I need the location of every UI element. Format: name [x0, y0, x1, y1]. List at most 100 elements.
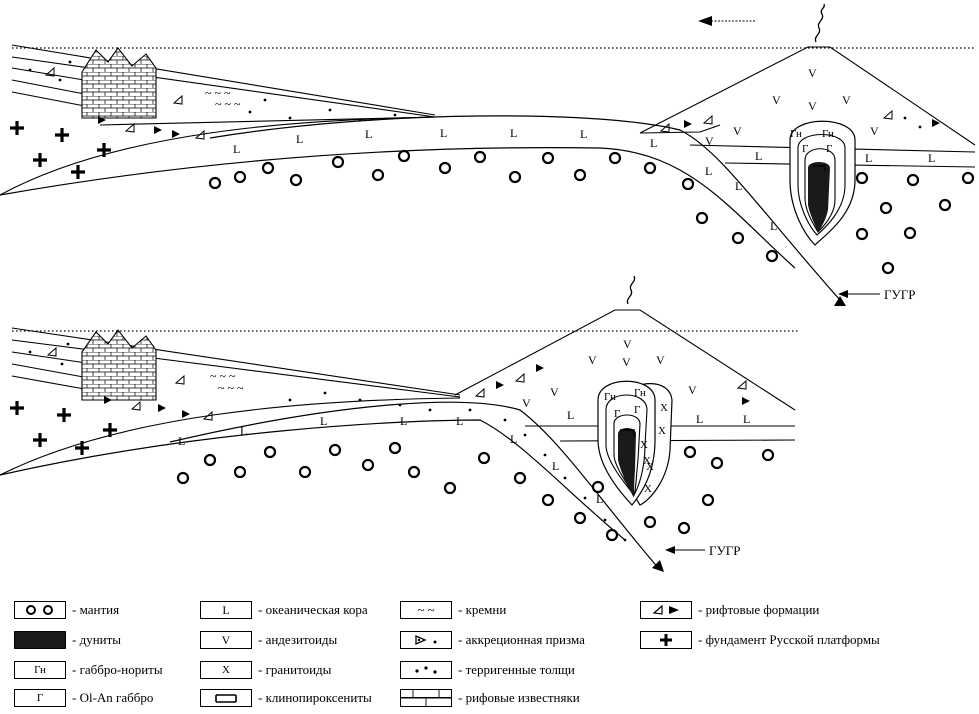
volcano-plume-top: [815, 4, 824, 42]
volcano-plume-bottom: [627, 276, 634, 304]
symbol-v: V: [808, 66, 817, 80]
gabbro-norite-label: Гн: [634, 387, 646, 399]
symbol-v: V: [656, 353, 665, 367]
granitoid-swatch: X: [200, 661, 252, 679]
symbol-l: L: [735, 179, 742, 193]
legend-label: - терригенные толщи: [458, 662, 575, 678]
legend-item-gabbro-norites: Гн - габбро-нориты: [14, 660, 163, 680]
oceanic-crust-swatch: L: [200, 601, 252, 619]
mantle-symbols-top: [210, 151, 973, 273]
symbol-v: V: [870, 124, 879, 138]
ol-an-gabbro-label: Г: [614, 408, 620, 420]
symbol-x: X: [660, 402, 668, 414]
symbol-l: L: [240, 424, 247, 438]
clinopyroxenite-swatch: [200, 689, 252, 707]
platform-basement-symbols-bottom: [10, 401, 117, 455]
ol-an-gabbro-label: Г: [634, 404, 640, 416]
gugr-pointer-top: ГУГР: [838, 287, 915, 302]
legend-item-clinopyroxenites: - клинопироксениты: [200, 688, 372, 708]
granitoid-symbol: X: [222, 664, 230, 676]
legend-item-accretion-prism: - аккреционная призма: [400, 630, 585, 650]
legend-label: - мантия: [72, 602, 119, 618]
legend-label: - рифтовые формации: [698, 602, 819, 618]
rift-formation-swatch: [640, 601, 692, 619]
symbol-l: L: [320, 414, 327, 428]
legend-label: - габбро-нориты: [72, 662, 163, 678]
gabbro-norite-swatch: Гн: [14, 661, 66, 679]
symbol-v: V: [733, 124, 742, 138]
symbol-x: X: [643, 455, 651, 467]
svg-text:~ ~ ~: ~ ~ ~: [218, 381, 244, 395]
symbol-l: L: [596, 492, 603, 506]
symbol-v: V: [550, 385, 559, 399]
svg-text:~ ~ ~: ~ ~ ~: [215, 97, 241, 111]
symbol-l: L: [580, 127, 587, 141]
legend-item-russian-platform-basement: - фундамент Русской платформы: [640, 630, 880, 650]
gabbro-norite-symbol: Гн: [34, 664, 46, 676]
top-section: L L L L L L L L L L L L L V V V V V V V …: [0, 4, 975, 302]
platform-basement-swatch: [640, 631, 692, 649]
legend-label: - клинопироксениты: [258, 690, 372, 706]
legend-label: - дуниты: [72, 632, 121, 648]
mantle-symbols-bottom: [178, 443, 773, 540]
symbol-l: L: [865, 151, 872, 165]
symbol-l: L: [178, 434, 185, 448]
symbol-l: L: [440, 126, 447, 140]
symbol-v: V: [772, 93, 781, 107]
symbol-x: X: [640, 439, 648, 451]
symbol-l: L: [510, 126, 517, 140]
accretion-prism-swatch: [400, 631, 452, 649]
gabbro-norite-label: Гн: [790, 128, 802, 140]
symbol-v: V: [688, 383, 697, 397]
oceanic-crust-symbol: L: [222, 603, 229, 618]
symbol-l: L: [755, 149, 762, 163]
terrigenous-dots-top: [29, 61, 922, 129]
ol-an-gabbro-swatch: Г: [14, 689, 66, 707]
terrigenous-swatch: [400, 661, 452, 679]
legend-item-reef-limestones: - рифовые известняки: [400, 688, 580, 708]
gabbro-norite-label: Гн: [822, 128, 834, 140]
symbol-v: V: [705, 134, 714, 148]
legend-label: - кремни: [458, 602, 506, 618]
symbol-l: L: [743, 412, 750, 426]
symbol-l: L: [233, 142, 240, 156]
chert-symbols-bottom: ~ ~ ~~ ~ ~: [210, 369, 244, 395]
legend-item-andesitoids: V - андезитоиды: [200, 630, 337, 650]
ol-an-gabbro-label: Г: [826, 143, 832, 155]
gugr-label: ГУГР: [709, 543, 740, 558]
symbol-l: L: [567, 408, 574, 422]
reef-limestone-swatch: [400, 689, 452, 707]
chert-symbols-top: ~ ~ ~~ ~ ~: [205, 86, 241, 111]
legend-item-rift-formations: - рифтовые формации: [640, 600, 819, 620]
legend-label: - аккреционная призма: [458, 632, 585, 648]
subduction-arrow-top: [834, 296, 846, 306]
legend-label: - андезитоиды: [258, 632, 337, 648]
legend-label: - океаническая кора: [258, 602, 368, 618]
subducting-slab-top: [0, 116, 840, 300]
bottom-section: L L L L L L L L L L L V V V V V V V Гн Г…: [0, 276, 846, 572]
legend-item-dunites: - дуниты: [14, 630, 121, 650]
gugr-label: ГУГР: [884, 287, 915, 302]
continental-margin-bottom: [0, 328, 460, 475]
symbol-v: V: [808, 99, 817, 113]
symbol-v: V: [588, 353, 597, 367]
andesitoid-swatch: V: [200, 631, 252, 649]
symbol-v: V: [622, 355, 631, 369]
andesitoid-symbol: V: [222, 633, 231, 648]
symbol-l: L: [400, 414, 407, 428]
gabbro-norite-label: Гн: [604, 391, 616, 403]
symbol-v: V: [623, 337, 632, 351]
gugr-pointer-bottom: ГУГР: [665, 543, 740, 558]
legend-label: - Ol-An габбро: [72, 690, 153, 706]
legend-item-cherts: ~ ~ - кремни: [400, 600, 506, 620]
legend-item-oceanic-crust: L - океаническая кора: [200, 600, 368, 620]
legend-item-mantle: - мантия: [14, 600, 119, 620]
legend-label: - рифовые известняки: [458, 690, 580, 706]
symbol-x: X: [644, 483, 652, 495]
symbol-v: V: [522, 396, 531, 410]
symbol-l: L: [770, 219, 777, 233]
symbol-l: L: [928, 151, 935, 165]
ol-an-gabbro-label: Г: [802, 143, 808, 155]
symbol-x: X: [658, 425, 666, 437]
ol-an-gabbro-symbol: Г: [37, 692, 43, 704]
